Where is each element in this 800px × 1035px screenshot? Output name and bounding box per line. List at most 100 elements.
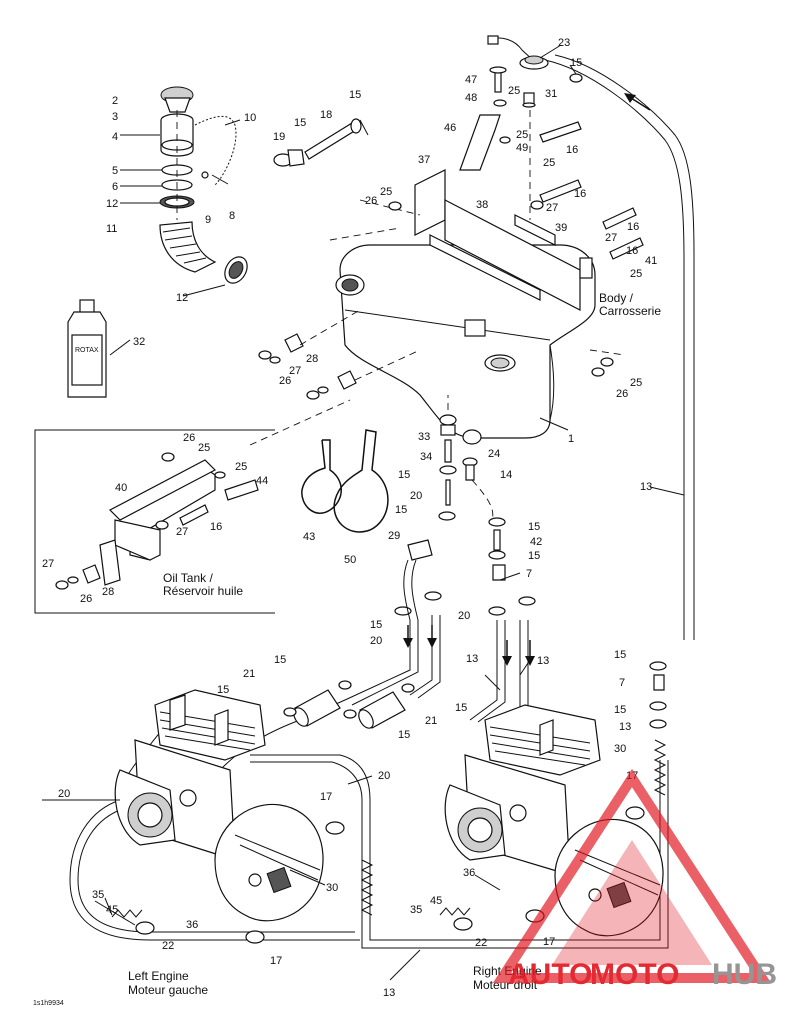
- part-number-labels: 2 3 4 5 6 12 11 12 10 9 8 19 15 18 15 23…: [42, 37, 661, 999]
- oil-filters-21: [283, 680, 415, 729]
- label-26e: 26: [80, 593, 92, 605]
- label-26b: 26: [279, 375, 291, 387]
- label-13c: 13: [537, 655, 549, 667]
- label-20a: 20: [410, 490, 422, 502]
- label-41: 41: [645, 255, 657, 267]
- label-32: 32: [133, 336, 145, 348]
- label-1: 1: [568, 433, 574, 445]
- label-13d: 13: [619, 721, 631, 733]
- label-6: 6: [112, 181, 118, 193]
- label-34: 34: [420, 451, 432, 463]
- oil-tank-label-en: Oil Tank /: [163, 571, 213, 585]
- label-50: 50: [344, 554, 356, 566]
- label-26a: 26: [365, 195, 377, 207]
- label-28b: 28: [102, 586, 114, 598]
- label-17c: 17: [270, 955, 282, 967]
- label-21b: 21: [425, 715, 437, 727]
- watermark-word-moto: MOTO: [590, 958, 679, 991]
- watermark-triangle-inner: [552, 840, 712, 965]
- label-42: 42: [530, 536, 542, 548]
- filler-neck-assembly: [159, 86, 248, 284]
- label-15h: 15: [370, 619, 382, 631]
- label-23: 23: [558, 37, 570, 49]
- label-14: 14: [500, 469, 512, 481]
- oil-tank-bracket-inset: [34, 429, 275, 614]
- label-38: 38: [476, 199, 488, 211]
- watermark-logo: AUTO MOTO HUB: [492, 768, 777, 991]
- label-15j: 15: [614, 704, 626, 716]
- label-12a: 12: [106, 198, 118, 210]
- label-10: 10: [244, 112, 256, 124]
- label-16b: 16: [574, 188, 586, 200]
- label-27b: 27: [605, 232, 617, 244]
- label-25e: 25: [630, 268, 642, 280]
- label-25c: 25: [543, 157, 555, 169]
- label-36a: 36: [463, 867, 475, 879]
- label-20b: 20: [458, 610, 470, 622]
- label-25d: 25: [380, 186, 392, 198]
- label-35a: 35: [92, 889, 104, 901]
- label-2: 2: [112, 95, 118, 107]
- label-27c: 27: [289, 365, 301, 377]
- label-28a: 28: [306, 353, 318, 365]
- flow-arrows: [403, 625, 535, 666]
- label-48: 48: [465, 92, 477, 104]
- label-16c: 16: [627, 221, 639, 233]
- label-25h: 25: [235, 461, 247, 473]
- label-26c: 26: [616, 388, 628, 400]
- label-7a: 7: [526, 568, 532, 580]
- label-49: 49: [516, 142, 528, 154]
- label-25b: 25: [516, 129, 528, 141]
- oil-bottle: ROTAX: [67, 299, 107, 398]
- label-31: 31: [545, 88, 557, 100]
- label-24: 24: [488, 448, 500, 460]
- label-16d: 16: [626, 245, 638, 257]
- label-46: 46: [444, 122, 456, 134]
- label-3: 3: [112, 111, 118, 123]
- watermark-word-auto: AUTO: [508, 958, 592, 991]
- oil-line-top: [544, 54, 695, 640]
- label-15g: 15: [528, 550, 540, 562]
- label-15b: 15: [349, 89, 361, 101]
- label-25f: 25: [630, 377, 642, 389]
- label-29: 29: [388, 530, 400, 542]
- label-15e: 15: [395, 504, 407, 516]
- body-label-en: Body /: [599, 291, 634, 305]
- label-15a: 15: [294, 117, 306, 129]
- label-15i: 15: [614, 649, 626, 661]
- label-13a: 13: [640, 481, 652, 493]
- springs-and-elbows: [111, 739, 667, 944]
- label-15l: 15: [217, 684, 229, 696]
- label-11: 11: [106, 223, 117, 235]
- label-15f: 15: [528, 521, 540, 533]
- label-4: 4: [112, 131, 118, 143]
- label-17b: 17: [320, 791, 332, 803]
- label-33: 33: [418, 431, 430, 443]
- label-5: 5: [112, 165, 118, 177]
- clamp-50: [333, 429, 389, 533]
- label-25a: 25: [508, 85, 520, 97]
- label-15k: 15: [274, 654, 286, 666]
- label-36b: 36: [186, 919, 198, 931]
- left-engine: [114, 689, 324, 922]
- right-engine: [444, 704, 664, 937]
- label-8: 8: [229, 210, 235, 222]
- label-13e: 13: [383, 987, 395, 999]
- label-26d: 26: [183, 432, 195, 444]
- label-21a: 21: [243, 668, 255, 680]
- label-47: 47: [465, 74, 477, 86]
- label-7b: 7: [619, 677, 625, 689]
- part-18-19-vent: [273, 118, 369, 167]
- spacers-28: [258, 309, 421, 400]
- label-13b: 13: [466, 653, 478, 665]
- label-22a: 22: [162, 940, 174, 952]
- label-37: 37: [418, 154, 430, 166]
- label-45b: 45: [430, 895, 442, 907]
- label-45a: 45: [106, 904, 118, 916]
- screws-top: [388, 66, 644, 377]
- label-16a: 16: [566, 144, 578, 156]
- leader-lines: [42, 44, 685, 981]
- label-30b: 30: [326, 882, 338, 894]
- body-label-fr: Carrosserie: [599, 304, 661, 318]
